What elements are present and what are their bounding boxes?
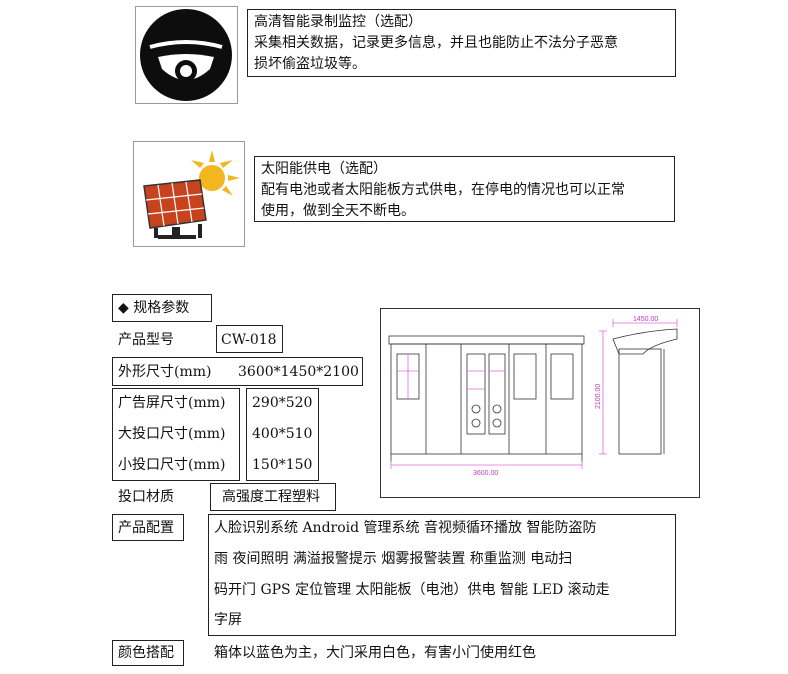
dims-row-box — [112, 357, 363, 386]
large-opening-value: 400*510 — [252, 426, 313, 442]
model-label: 产品型号 — [118, 332, 174, 348]
material-value: 高强度工程塑料 — [222, 489, 320, 505]
color-value: 箱体以蓝色为主，大门采用白色，有害小门使用红色 — [214, 645, 536, 661]
feature-title: 太阳能供电（选配） — [261, 161, 387, 177]
width-dim-label: 3600.00 — [473, 470, 498, 477]
config-label: 产品配置 — [118, 520, 174, 536]
large-opening-label: 大投口尺寸(mm) — [118, 426, 226, 442]
config-line: 雨 夜间照明 满溢报警提示 烟雾报警装置 称重监测 电动扫 — [214, 551, 573, 567]
feature-card-camera: 高清智能录制监控（选配） 采集相关数据，记录更多信息，并且也能防止不法分子恶意 … — [247, 9, 676, 77]
spec-heading-box — [112, 294, 212, 322]
security-camera-icon — [140, 9, 232, 101]
ad-screen-label: 广告屏尺寸(mm) — [118, 395, 226, 411]
height-dim-label: 2100.00 — [595, 384, 602, 409]
sizes-label-box — [112, 388, 240, 481]
material-label: 投口材质 — [118, 489, 174, 505]
feature-desc-line: 损坏偷盗垃圾等。 — [254, 56, 366, 72]
feature-desc-line: 采集相关数据，记录更多信息，并且也能防止不法分子恶意 — [254, 35, 618, 51]
material-value-box — [210, 483, 336, 511]
color-label-box — [112, 640, 184, 666]
dims-label: 外形尺寸(mm) — [118, 364, 212, 380]
config-label-box — [112, 514, 184, 541]
small-opening-label: 小投口尺寸(mm) — [118, 457, 226, 473]
ad-screen-value: 290*520 — [252, 395, 313, 411]
dims-value: 3600*1450*2100 — [238, 364, 359, 380]
camera-icon-frame — [135, 6, 238, 104]
solar-icon-frame — [133, 141, 245, 247]
sizes-value-box — [246, 388, 319, 481]
technical-drawing: 1450.00 3600.00 2100.00 — [380, 308, 700, 498]
top-dim-label: 1450.00 — [633, 316, 658, 323]
feature-desc-line: 使用，做到全天不断电。 — [261, 203, 415, 219]
feature-desc-line: 配有电池或者太阳能板方式供电，在停电的情况也可以正常 — [261, 182, 625, 198]
spec-heading: ◆ 规格参数 — [118, 300, 190, 316]
model-value-box — [216, 325, 283, 353]
feature-title: 高清智能录制监控（选配） — [254, 14, 422, 30]
small-opening-value: 150*150 — [252, 457, 313, 473]
feature-card-solar: 太阳能供电（选配） 配有电池或者太阳能板方式供电，在停电的情况也可以正常 使用，… — [254, 156, 675, 222]
model-value: CW-018 — [221, 332, 277, 348]
solar-panel-icon — [143, 150, 240, 239]
color-label: 颜色搭配 — [118, 645, 174, 661]
config-lines-box — [208, 514, 676, 636]
config-line: 人脸识别系统 Android 管理系统 音视频循环播放 智能防盗防 — [214, 520, 597, 536]
config-line: 字屏 — [214, 612, 242, 628]
config-line: 码开门 GPS 定位管理 太阳能板（电池）供电 智能 LED 滚动走 — [214, 582, 610, 598]
